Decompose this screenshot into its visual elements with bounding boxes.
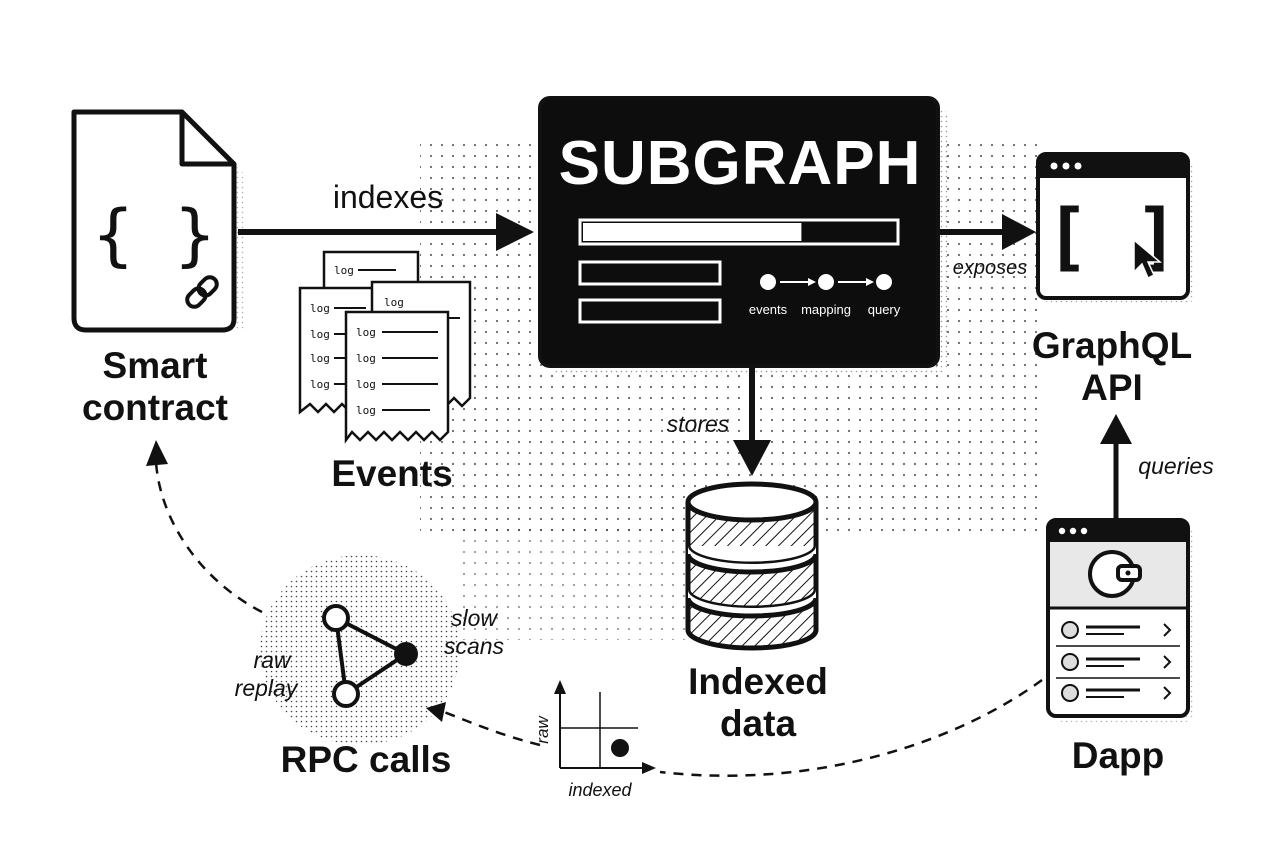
svg-text:log: log bbox=[356, 378, 376, 391]
smart-contract-label-2: contract bbox=[82, 387, 228, 428]
stores-label: stores bbox=[667, 411, 730, 437]
indexed-data-label-2: data bbox=[720, 703, 797, 744]
rpc-note-scans: scans bbox=[444, 633, 505, 659]
stores-edge: stores bbox=[667, 366, 771, 476]
dashed-loop-edge bbox=[146, 440, 1043, 777]
progress-bar-fill bbox=[583, 223, 802, 241]
rpc-note-raw: raw bbox=[253, 647, 291, 673]
pipeline-node-query bbox=[876, 274, 892, 290]
mini-chart-y-label: raw bbox=[533, 715, 552, 744]
chevron-right-icon bbox=[1163, 686, 1172, 700]
rpc-note-replay: replay bbox=[235, 675, 299, 701]
pipeline: events mapping query bbox=[749, 274, 901, 317]
events-label: Events bbox=[331, 453, 452, 494]
pipeline-label-events: events bbox=[749, 302, 788, 317]
queries-edge: queries bbox=[1100, 414, 1214, 518]
cursor-icon bbox=[1133, 238, 1163, 280]
svg-text:log: log bbox=[310, 352, 330, 365]
pipeline-node-events bbox=[760, 274, 776, 290]
pipeline-node-mapping bbox=[818, 274, 834, 290]
subgraph-title: SUBGRAPH bbox=[559, 129, 922, 198]
pipeline-label-query: query bbox=[868, 302, 901, 317]
list-item bbox=[1061, 684, 1172, 702]
mini-chart: raw indexed bbox=[533, 680, 656, 800]
chevron-right-icon bbox=[1163, 655, 1172, 669]
dapp-label: Dapp bbox=[1072, 735, 1165, 776]
dapp-node: Dapp bbox=[1046, 518, 1194, 776]
graphql-api-node: [ ] GraphQL API bbox=[1032, 152, 1194, 408]
list-item bbox=[1061, 621, 1172, 639]
chart-point bbox=[611, 739, 629, 757]
subgraph-node: SUBGRAPH events mapping query bbox=[538, 96, 948, 374]
database-icon bbox=[685, 481, 819, 651]
indexes-edge: indexes bbox=[238, 179, 534, 251]
indexed-data-node: Indexed data bbox=[685, 481, 828, 744]
svg-text:log: log bbox=[310, 302, 330, 315]
rpc-calls-label: RPC calls bbox=[281, 739, 452, 780]
wallet-icon bbox=[1088, 550, 1142, 598]
svg-text:log: log bbox=[334, 264, 354, 277]
rpc-note-slow: slow bbox=[451, 605, 498, 631]
mini-chart-x-label: indexed bbox=[568, 780, 632, 800]
rpc-calls-node: slow scans raw replay RPC calls bbox=[235, 604, 505, 780]
svg-text:log: log bbox=[356, 352, 376, 365]
svg-text:log: log bbox=[384, 296, 404, 309]
code-braces-icon: { } bbox=[93, 196, 216, 275]
indexed-data-label: Indexed bbox=[688, 661, 828, 702]
queries-label: queries bbox=[1138, 453, 1214, 479]
svg-text:log: log bbox=[356, 326, 376, 339]
events-node: log log log log log log log log log bbox=[298, 250, 472, 494]
rpc-halftone bbox=[260, 555, 460, 745]
pipeline-label-mapping: mapping bbox=[801, 302, 851, 317]
indexes-label: indexes bbox=[333, 179, 443, 215]
exposes-edge: exposes bbox=[940, 214, 1036, 279]
exposes-label: exposes bbox=[953, 257, 1028, 279]
brackets-icon: [ ] bbox=[1045, 194, 1179, 280]
smart-contract-node: { } Smart contract bbox=[71, 109, 246, 428]
svg-text:log: log bbox=[310, 378, 330, 391]
graphql-label-2: API bbox=[1081, 367, 1143, 408]
field-box bbox=[578, 298, 722, 324]
svg-text:log: log bbox=[310, 328, 330, 341]
log-receipt: log log log log bbox=[344, 310, 450, 444]
link-icon bbox=[185, 275, 219, 309]
chevron-right-icon bbox=[1163, 623, 1172, 637]
svg-text:log: log bbox=[356, 404, 376, 417]
list-item bbox=[1061, 653, 1172, 671]
smart-contract-label: Smart bbox=[103, 345, 208, 386]
graphql-label: GraphQL bbox=[1032, 325, 1192, 366]
field-box bbox=[578, 260, 722, 286]
graph-icon bbox=[322, 604, 418, 708]
